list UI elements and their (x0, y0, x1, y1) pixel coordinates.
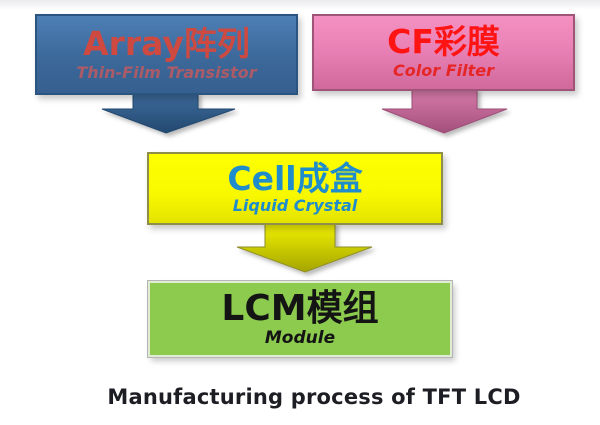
arrow-cell-to-lcm (236, 222, 373, 273)
process-box-color-filter: CF彩膜 Color Filter (312, 14, 575, 91)
array-box-subtitle: Thin-Film Transistor (76, 62, 257, 82)
lcm-box-subtitle: Module (264, 327, 336, 348)
cf-box-subtitle: Color Filter (393, 60, 494, 80)
process-box-lcm: LCM模组 Module (147, 280, 453, 358)
cf-box-title: CF彩膜 (387, 22, 500, 62)
process-box-array: Array阵列 Thin-Film Transistor (35, 14, 298, 95)
lcm-box-title: LCM模组 (221, 288, 379, 330)
diagram-caption: Manufacturing process of TFT LCD (107, 385, 521, 409)
process-box-cell: Cell成盒 Liquid Crystal (147, 152, 443, 225)
arrow-array-to-cell (101, 92, 236, 134)
array-box-title: Array阵列 (83, 24, 250, 64)
cell-box-subtitle: Liquid Crystal (232, 196, 358, 216)
cell-box-title: Cell成盒 (227, 158, 363, 198)
arrow-cf-to-cell (381, 88, 508, 134)
